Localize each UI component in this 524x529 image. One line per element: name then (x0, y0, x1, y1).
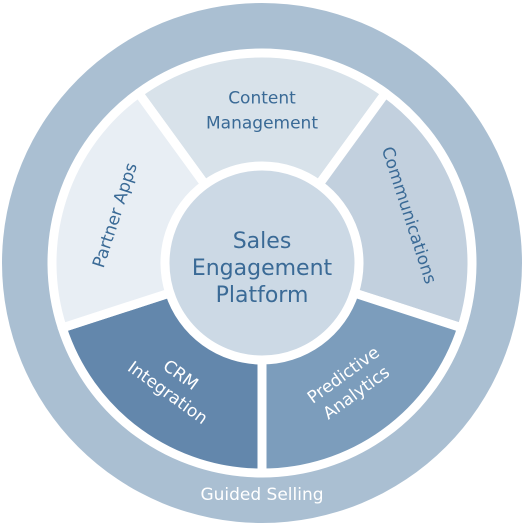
segment-label-content-management-1: Content (228, 89, 296, 109)
segment-label-content-management-2: Management (206, 114, 318, 134)
guided-selling-label: Guided Selling (200, 485, 323, 505)
hub-title-line-1: Sales (233, 229, 292, 254)
hub-title-line-3: Platform (216, 283, 309, 308)
hub-title-line-2: Engagement (192, 256, 333, 281)
hub-circle (164, 165, 360, 361)
